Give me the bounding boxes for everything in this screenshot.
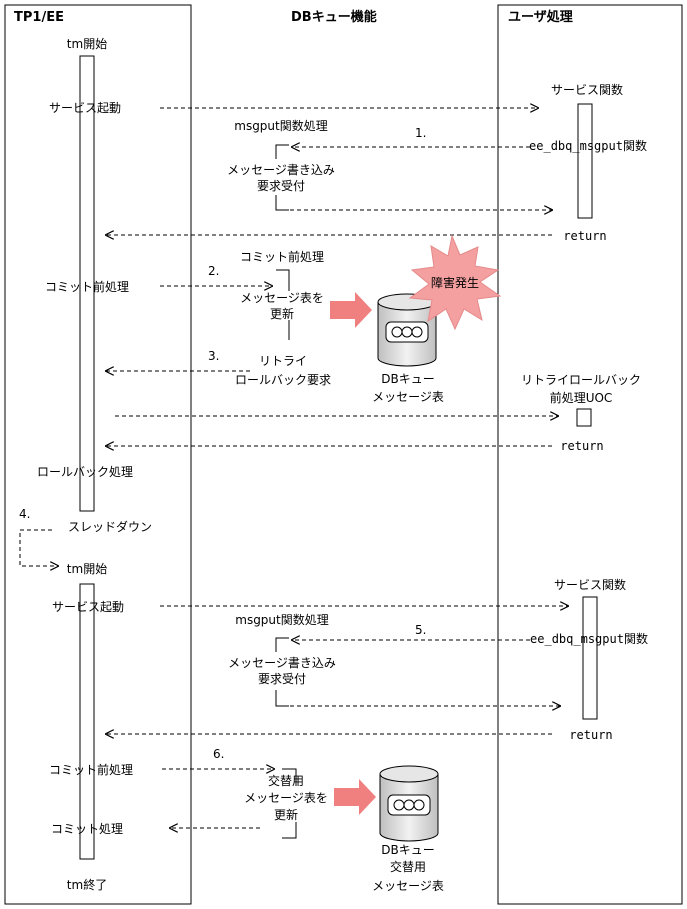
- dbq-table-1b: メッセージ表: [372, 390, 444, 404]
- dbq-alt-c: 更新: [274, 807, 298, 822]
- tp1-tm-start-1: tm開始: [67, 37, 107, 51]
- update-arrow-2: [334, 779, 376, 815]
- dbq-update-b: 更新: [270, 306, 294, 321]
- dbq-table-2c: メッセージ表: [372, 879, 444, 893]
- dbq-msgput-2: msgput関数処理: [235, 612, 329, 627]
- tp1-commit-pre-1: コミット前処理: [45, 279, 129, 294]
- step-4: 4.: [19, 507, 30, 521]
- dbq-activation-2: [276, 269, 290, 340]
- tp1-commit-pre-2: コミット前処理: [49, 762, 133, 777]
- user-header: ユーザ処理: [508, 9, 573, 25]
- dbq-commit-pre: コミット前処理: [240, 249, 324, 264]
- step-1: 1.: [415, 126, 426, 140]
- user-activation-2: [576, 408, 592, 427]
- dbq-write-2a: メッセージ書き込み: [228, 656, 336, 670]
- db-alt-message-table-icon: [379, 765, 439, 842]
- dbq-retry-b: ロールバック要求: [235, 373, 331, 387]
- user-activation-1: [577, 103, 593, 219]
- dbq-update-a: メッセージ表を: [240, 291, 324, 305]
- dbq-table-2a: DBキュー: [381, 843, 434, 857]
- user-return-1: return: [563, 229, 606, 243]
- dbq-write-2b: 要求受付: [258, 672, 306, 686]
- user-retry-uoc-b: 前処理UOC: [550, 390, 613, 405]
- user-retry-uoc-a: リトライロールバック: [521, 373, 641, 387]
- tp1ee-lane: [4, 4, 192, 905]
- dbq-write-1b: 要求受付: [257, 179, 305, 193]
- tp1-service-start-1: サービス起動: [49, 101, 121, 115]
- dbq-retry-a: リトライ: [259, 354, 307, 368]
- step-6: 6.: [213, 747, 224, 761]
- tp1-rollback: ロールバック処理: [37, 465, 133, 479]
- dbq-table-1a: DBキュー: [381, 372, 434, 386]
- failure-burst-icon: [408, 234, 502, 331]
- dbq-table-2b: 交替用: [390, 859, 426, 874]
- user-return-2: return: [560, 439, 603, 453]
- user-lane: [497, 4, 683, 905]
- failure-label: 障害発生: [431, 275, 479, 290]
- tp1-activation-1: [79, 55, 95, 512]
- step-5: 5.: [415, 623, 426, 637]
- tp1-thread-down: スレッドダウン: [68, 519, 152, 534]
- thread-down-arrow: [19, 529, 58, 566]
- dbq-msgput-1: msgput関数処理: [234, 118, 328, 133]
- dbq-alt-a: 交替用: [268, 773, 304, 788]
- tp1-tm-end: tm終了: [67, 877, 107, 892]
- dbq-activation-4: [282, 768, 297, 839]
- dbq-activation-1: [275, 144, 289, 211]
- update-arrow-1: [330, 292, 372, 328]
- user-msgput-call-1: ee_dbq_msgput関数: [529, 138, 647, 153]
- dbq-activation-3: [275, 637, 289, 707]
- user-msgput-call-2: ee_dbq_msgput関数: [530, 631, 648, 646]
- dbq-write-1a: メッセージ書き込み: [227, 163, 335, 177]
- step-2: 2.: [208, 264, 219, 278]
- tp1ee-header: TP1/EE: [14, 10, 64, 25]
- tp1-commit: コミット処理: [51, 822, 123, 836]
- tp1-activation-2: [79, 583, 95, 860]
- dbq-header: DBキュー機能: [291, 9, 377, 25]
- user-service-func-1: サービス関数: [551, 82, 623, 97]
- user-activation-3: [582, 596, 598, 720]
- tp1-tm-start-2: tm開始: [67, 562, 107, 576]
- user-return-3: return: [569, 728, 612, 742]
- step-3: 3.: [208, 349, 219, 363]
- tp1-service-start-2: サービス起動: [52, 600, 124, 614]
- dbq-alt-b: メッセージ表を: [244, 791, 328, 805]
- user-service-func-2: サービス関数: [554, 577, 626, 592]
- db-message-table-icon: [377, 293, 437, 367]
